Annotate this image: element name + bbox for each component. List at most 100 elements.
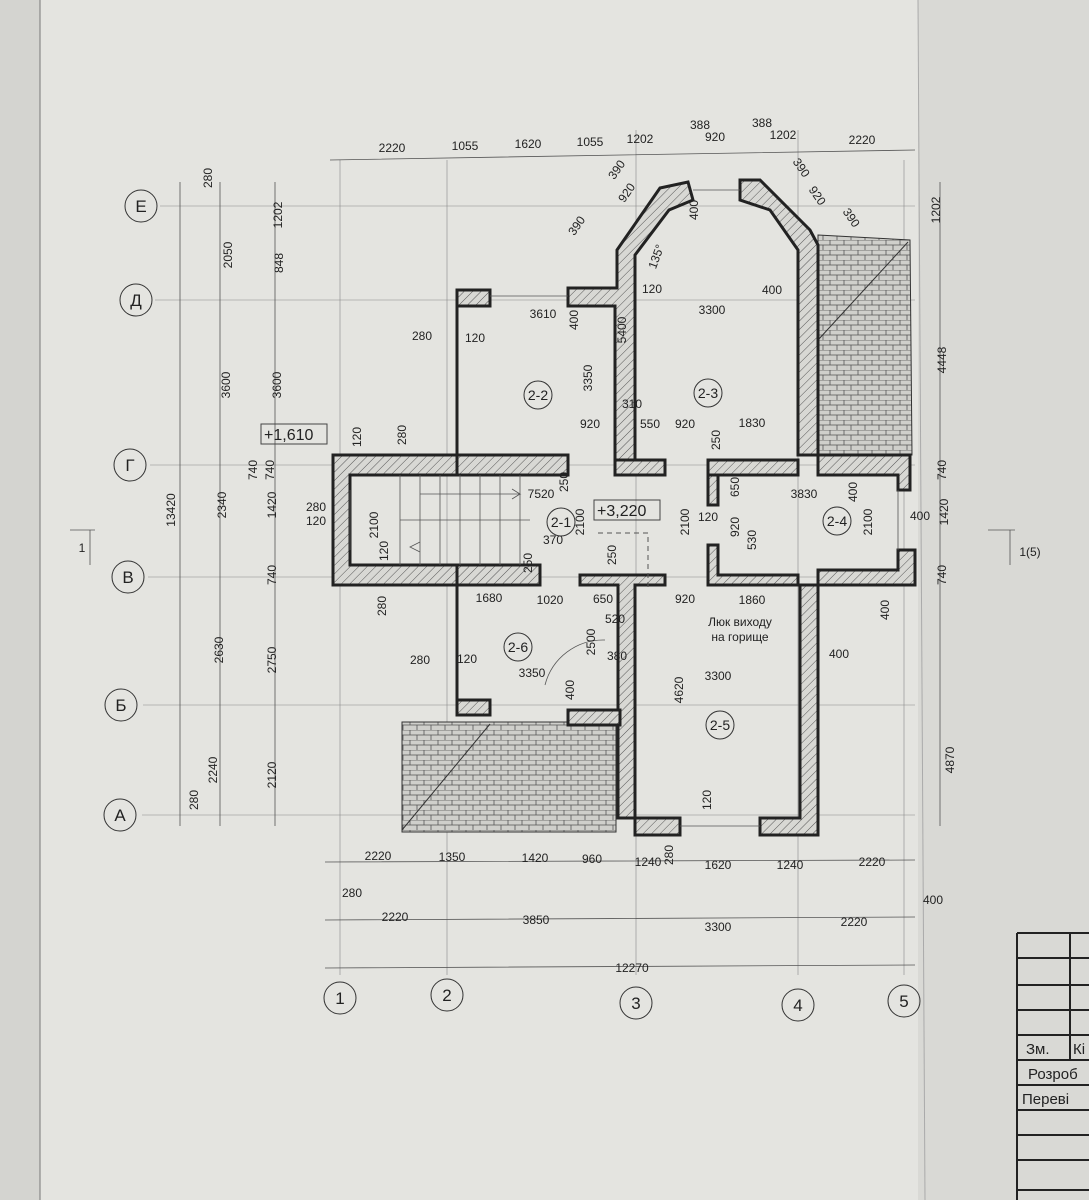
svg-text:А: А: [114, 806, 126, 825]
right-dimensions: 1202 4448 740 1420 740 4870: [929, 196, 957, 773]
svg-text:1420: 1420: [937, 498, 951, 525]
svg-text:2630: 2630: [212, 636, 226, 663]
svg-text:400: 400: [878, 600, 892, 620]
svg-text:Кі: Кі: [1073, 1041, 1085, 1058]
svg-text:3300: 3300: [699, 303, 726, 317]
svg-text:2-6: 2-6: [508, 639, 528, 655]
svg-text:1: 1: [79, 541, 86, 555]
svg-text:280: 280: [375, 596, 389, 616]
svg-text:120: 120: [642, 282, 662, 296]
svg-text:920: 920: [615, 180, 638, 205]
svg-text:Зм.: Зм.: [1026, 1041, 1050, 1058]
svg-text:370: 370: [543, 533, 563, 547]
svg-text:310: 310: [622, 397, 642, 411]
svg-text:5: 5: [899, 992, 908, 1011]
top-dimensions: 2220 1055 1620 1055 1202 388 920 388 120…: [379, 116, 876, 155]
svg-text:280: 280: [395, 425, 409, 445]
svg-text:400: 400: [829, 647, 849, 661]
svg-text:2500: 2500: [584, 628, 598, 655]
title-block: Зм. Кі Розроб Переві: [1016, 932, 1089, 1200]
level-mark-3220: +3,220: [593, 499, 661, 521]
svg-text:400: 400: [923, 893, 943, 907]
svg-text:400: 400: [762, 283, 782, 297]
svg-text:2100: 2100: [678, 508, 692, 535]
svg-text:390: 390: [605, 157, 628, 182]
svg-text:1420: 1420: [265, 491, 279, 518]
svg-text:740: 740: [935, 565, 949, 585]
svg-text:3: 3: [631, 994, 640, 1013]
svg-text:400: 400: [563, 680, 577, 700]
svg-text:960: 960: [582, 852, 602, 866]
svg-text:2120: 2120: [265, 761, 279, 788]
svg-text:400: 400: [910, 509, 930, 523]
svg-text:1240: 1240: [635, 855, 662, 869]
svg-text:280: 280: [306, 500, 326, 514]
svg-text:2-1: 2-1: [551, 514, 571, 530]
svg-text:250: 250: [557, 472, 571, 492]
svg-text:3300: 3300: [705, 920, 732, 934]
left-dimensions: 280 13420 280 2050 3600 2340 2630 2240 1…: [164, 168, 286, 810]
svg-text:Б: Б: [115, 696, 126, 715]
svg-text:280: 280: [412, 329, 432, 343]
svg-text:2750: 2750: [265, 646, 279, 673]
svg-text:1: 1: [335, 989, 344, 1008]
svg-text:1055: 1055: [452, 139, 479, 153]
svg-text:3600: 3600: [270, 371, 284, 398]
svg-text:2220: 2220: [849, 133, 876, 147]
svg-text:390: 390: [790, 155, 813, 180]
section-mark-right: 1(5): [988, 529, 1041, 565]
svg-text:1240: 1240: [777, 858, 804, 872]
svg-text:250: 250: [605, 545, 619, 565]
svg-text:Г: Г: [125, 456, 134, 475]
svg-text:4: 4: [793, 996, 802, 1015]
svg-text:1620: 1620: [515, 137, 542, 151]
svg-text:2-5: 2-5: [710, 717, 730, 733]
svg-text:1202: 1202: [271, 201, 285, 228]
next-sheet-edge: [918, 0, 1089, 1200]
svg-text:2220: 2220: [859, 855, 886, 869]
level-mark-1610: +1,610: [260, 423, 328, 445]
svg-text:2100: 2100: [573, 508, 587, 535]
axis-letters: Е Д Г В Б А: [103, 189, 158, 832]
svg-text:120: 120: [700, 790, 714, 810]
svg-text:Д: Д: [130, 291, 142, 310]
svg-text:3350: 3350: [519, 666, 546, 680]
svg-text:530: 530: [745, 530, 759, 550]
svg-text:740: 740: [246, 460, 260, 480]
svg-text:13420: 13420: [164, 493, 178, 527]
svg-text:120: 120: [306, 514, 326, 528]
svg-text:2220: 2220: [841, 915, 868, 929]
svg-text:Розроб: Розроб: [1028, 1066, 1078, 1083]
svg-text:520: 520: [605, 612, 625, 626]
svg-text:2-4: 2-4: [827, 513, 847, 529]
svg-text:120: 120: [698, 510, 718, 524]
svg-text:3610: 3610: [530, 307, 557, 321]
svg-text:380: 380: [607, 649, 627, 663]
axis-numbers: 1 2 3 4 5: [323, 978, 921, 1022]
svg-text:120: 120: [350, 427, 364, 447]
svg-text:4870: 4870: [943, 746, 957, 773]
svg-text:280: 280: [662, 845, 676, 865]
svg-text:400: 400: [846, 482, 860, 502]
staircase: [399, 475, 530, 565]
svg-text:120: 120: [377, 541, 391, 561]
walls: [331, 178, 917, 837]
svg-text:7520: 7520: [528, 487, 555, 501]
svg-text:2220: 2220: [382, 910, 409, 924]
bottom-dimensions: 2220 1350 1420 960 1240 280 1620 1240 22…: [342, 845, 943, 975]
svg-text:3600: 3600: [219, 371, 233, 398]
svg-text:2340: 2340: [215, 491, 229, 518]
svg-text:920: 920: [705, 130, 725, 144]
svg-text:2240: 2240: [206, 756, 220, 783]
svg-text:3300: 3300: [705, 669, 732, 683]
svg-text:120: 120: [465, 331, 485, 345]
svg-text:1202: 1202: [627, 132, 654, 146]
svg-text:3830: 3830: [791, 487, 818, 501]
svg-text:920: 920: [580, 417, 600, 431]
svg-text:1020: 1020: [537, 593, 564, 607]
svg-text:3850: 3850: [523, 913, 550, 927]
svg-text:390: 390: [565, 213, 588, 238]
svg-text:550: 550: [640, 417, 660, 431]
